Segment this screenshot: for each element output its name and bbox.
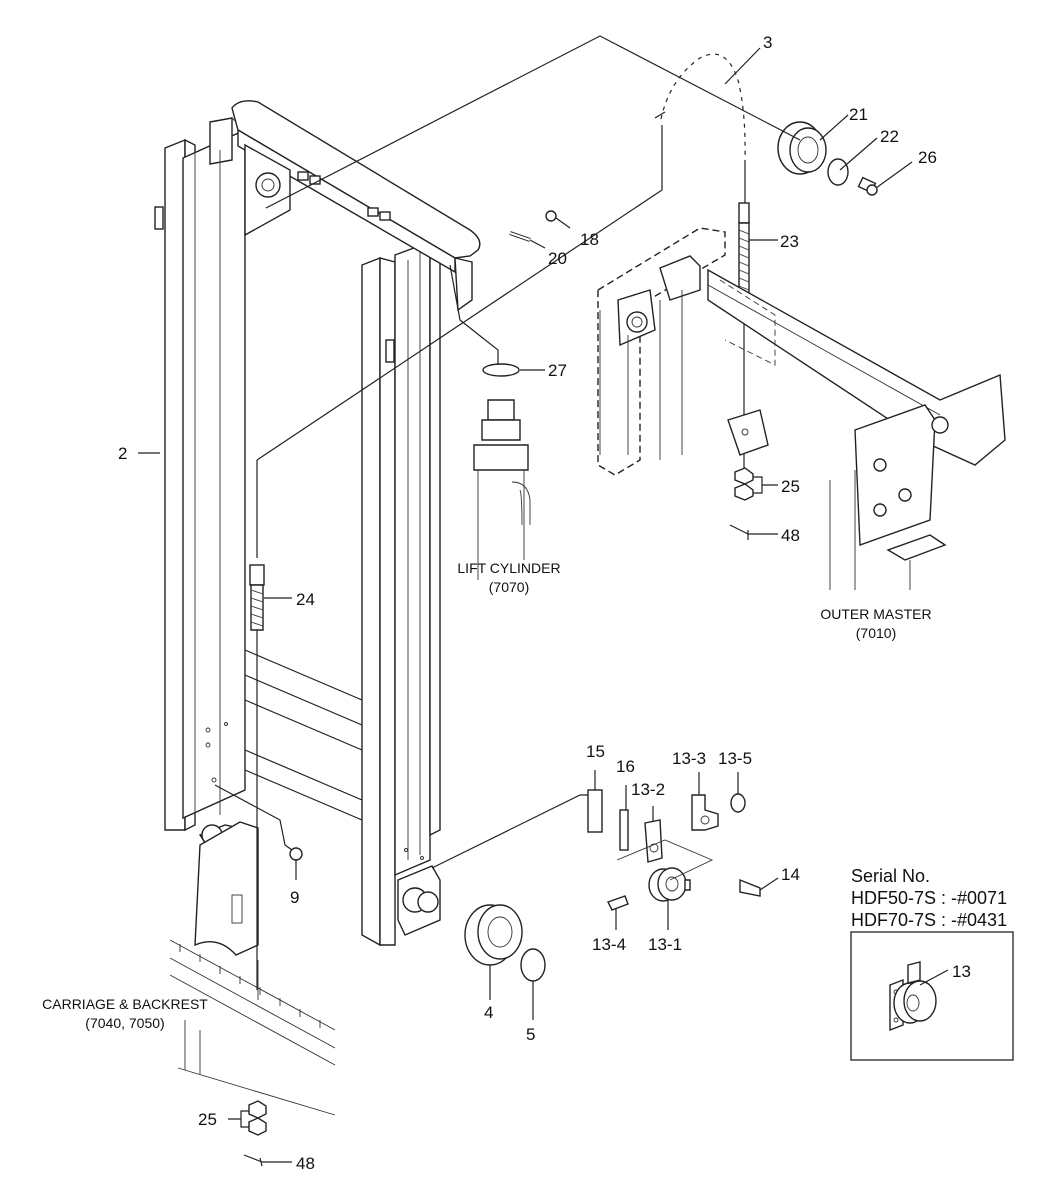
- reference-labels: LIFT CYLINDER (7070) OUTER MASTER (7010)…: [42, 560, 931, 1031]
- cotter-pin-lower: [243, 1154, 263, 1167]
- side-roller-assembly: [587, 789, 761, 911]
- callout-9: 9: [290, 888, 299, 907]
- callout-21: 21: [849, 105, 868, 124]
- snap-ring-lower: [520, 948, 546, 982]
- lift-cylinder: [473, 363, 531, 580]
- callout-23: 23: [780, 232, 799, 251]
- callout-5: 5: [526, 1025, 535, 1044]
- callout-20: 20: [548, 249, 567, 268]
- carriage-code: (7040, 7050): [85, 1015, 164, 1031]
- lift-cylinder-label: LIFT CYLINDER: [457, 560, 560, 576]
- snap-ring: [827, 158, 849, 186]
- chain-anchor-rod: [249, 564, 265, 990]
- callout-13-3: 13-3: [672, 749, 706, 768]
- locknut-lower: [248, 1100, 267, 1136]
- callout-48-upper: 48: [781, 526, 800, 545]
- callout-13-4: 13-4: [592, 935, 626, 954]
- shaft-bolt: [857, 176, 878, 196]
- inner-mast: [154, 100, 481, 947]
- serial-line-1: HDF50-7S : -#0071: [851, 888, 1007, 908]
- chain-pin: [509, 231, 531, 242]
- lift-cylinder-code: (7070): [489, 579, 529, 595]
- callout-labels: 2 3 21 22 26 18 20 23 27 25 48 24 9 4 5 …: [118, 33, 937, 1173]
- callout-14: 14: [781, 865, 800, 884]
- carriage-backrest: [169, 821, 336, 1116]
- serial-line-2: HDF70-7S : -#0431: [851, 910, 1007, 930]
- callout-13-5: 13-5: [718, 749, 752, 768]
- callout-25-lower: 25: [198, 1110, 217, 1129]
- callout-25-upper: 25: [781, 477, 800, 496]
- serial-number-box: Serial No. HDF50-7S : -#0071 HDF70-7S : …: [850, 866, 1014, 1061]
- chain-sheave: [777, 121, 827, 175]
- cotter-pin-upper: [729, 524, 749, 540]
- callout-27: 27: [548, 361, 567, 380]
- lift-chain: [654, 52, 747, 205]
- inset-roller: [889, 961, 937, 1032]
- outer-master-code: (7010): [856, 625, 896, 641]
- callout-48-lower: 48: [296, 1154, 315, 1173]
- serial-title: Serial No.: [851, 866, 930, 886]
- roller-bearing: [464, 904, 523, 966]
- outer-master-label: OUTER MASTER: [820, 606, 931, 622]
- callout-26: 26: [918, 148, 937, 167]
- callout-4: 4: [484, 1003, 493, 1022]
- callout-13-2: 13-2: [631, 780, 665, 799]
- serial-inset-frame: [850, 931, 1014, 1061]
- outer-mast: [597, 227, 1006, 590]
- carriage-label: CARRIAGE & BACKREST: [42, 996, 208, 1012]
- callout-18: 18: [580, 230, 599, 249]
- callout-22: 22: [880, 127, 899, 146]
- callout-16: 16: [616, 757, 635, 776]
- callout-3: 3: [763, 33, 772, 52]
- locknut-upper: [734, 467, 754, 501]
- leader-lines: [138, 35, 913, 1163]
- callout-13-1: 13-1: [648, 935, 682, 954]
- callout-13: 13: [952, 962, 971, 981]
- callout-15: 15: [586, 742, 605, 761]
- grease-fitting: [214, 784, 303, 861]
- callout-2: 2: [118, 444, 127, 463]
- callout-24: 24: [296, 590, 315, 609]
- nut: [545, 210, 557, 222]
